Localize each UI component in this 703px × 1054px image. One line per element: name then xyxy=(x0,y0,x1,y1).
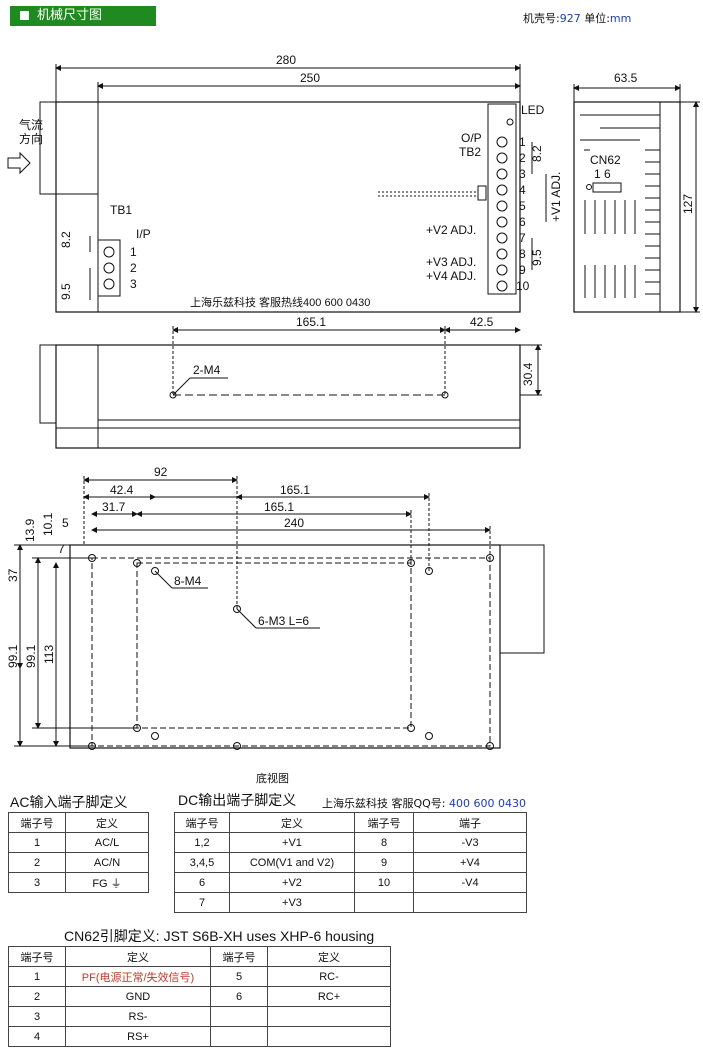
top-view xyxy=(7,64,547,313)
model-info: 机壳号:927 单位:mm xyxy=(523,12,632,25)
section-title: 机械尺寸图 xyxy=(37,8,103,23)
op-label: O/P xyxy=(461,131,482,145)
cn62-pins-label: 1 6 xyxy=(594,167,611,181)
dim-tb1-82: 8.2 xyxy=(59,231,73,248)
bottom-view xyxy=(14,476,545,750)
m4-8-label: 8-M4 xyxy=(174,574,202,588)
dim-5: 5 xyxy=(62,516,69,530)
tb2-pin-9: 9 xyxy=(519,263,526,277)
dim-127: 127 xyxy=(681,194,695,214)
dim-240: 240 xyxy=(284,516,304,530)
table-header-row: 端子号 定义 xyxy=(8,812,149,833)
dim-bottom-165-1-a: 165.1 xyxy=(280,483,310,497)
dim-99-1-b: 99.1 xyxy=(24,644,38,668)
tb2-pin-8: 8 xyxy=(519,247,526,261)
tb1-screws xyxy=(103,246,115,290)
dim-30-4: 30.4 xyxy=(521,362,535,386)
tb2-label: TB2 xyxy=(459,145,481,159)
tb2-pin-5: 5 xyxy=(519,199,526,213)
v1-adj-label: +V1 ADJ. xyxy=(549,172,563,222)
table-header-row: 端子号 定义 端子号 端子 xyxy=(174,812,527,833)
tb1-pin-3: 3 xyxy=(130,277,137,291)
model-number: 927 xyxy=(559,12,581,25)
dim-37: 37 xyxy=(6,568,20,582)
tb2-pin-2: 2 xyxy=(519,151,526,165)
ac-table-title: AC输入端子脚定义 xyxy=(10,794,128,810)
dim-10-1: 10.1 xyxy=(41,512,55,536)
v2-adj-label: +V2 ADJ. xyxy=(426,223,476,237)
tb1-pin-2: 2 xyxy=(130,261,137,275)
m3-6-label: 6-M3 L=6 xyxy=(258,614,309,628)
section-header: 机械尺寸图 xyxy=(10,6,156,26)
tb2-pin-10: 10 xyxy=(516,279,530,293)
dim-front-165-1: 165.1 xyxy=(296,315,326,329)
dim-63-5: 63.5 xyxy=(614,71,638,85)
cn62-label: CN62 xyxy=(590,153,621,167)
service-number: 400 600 0430 xyxy=(449,797,526,810)
dim-99-1-a: 99.1 xyxy=(6,644,20,668)
mechanical-drawing: 气流 方向 280 250 TB1 I/P 1 2 3 8.2 9.5 O/P … xyxy=(6,53,700,785)
unit-value: mm xyxy=(609,12,632,25)
dim-31-7: 31.7 xyxy=(102,500,126,514)
dc-table-title: DC输出端子脚定义 xyxy=(178,792,297,808)
m4-2-label: 2-M4 xyxy=(193,363,221,377)
tb2-screws xyxy=(496,136,508,292)
side-view xyxy=(573,84,700,313)
cn62-table-title: CN62引脚定义: JST S6B-XH uses XHP-6 housing xyxy=(64,928,375,944)
front-view xyxy=(39,326,542,449)
airflow-label-1: 气流 xyxy=(19,117,43,132)
tb2-pin-4: 4 xyxy=(519,183,526,197)
v3-adj-label: +V3 ADJ. xyxy=(426,255,476,269)
dim-tb2-95: 9.5 xyxy=(530,249,544,266)
dim-tb1-95: 9.5 xyxy=(59,283,73,300)
bottom-view-label: 底视图 xyxy=(256,771,289,785)
ip-label: I/P xyxy=(136,227,151,241)
tb2-pin-3: 3 xyxy=(519,167,526,181)
table-header-row: 端子号 定义 端子号 定义 xyxy=(8,946,391,967)
v4-adj-label: +V4 ADJ. xyxy=(426,269,476,283)
dim-7: 7 xyxy=(58,542,65,556)
table-row: 7+V3 xyxy=(174,892,527,913)
dim-113: 113 xyxy=(42,645,56,664)
dim-92: 92 xyxy=(154,465,168,479)
dim-42-4: 42.4 xyxy=(110,483,134,497)
tb2-pin-6: 6 xyxy=(519,215,526,229)
tb2-pin-7: 7 xyxy=(519,231,526,245)
square-icon xyxy=(20,11,29,20)
dim-42-5: 42.5 xyxy=(470,315,494,329)
dim-bottom-165-1-b: 165.1 xyxy=(264,500,294,514)
bottom-holes xyxy=(88,554,494,750)
watermark-text: 上海乐兹科技 客服热线400 600 0430 xyxy=(190,295,370,309)
dc-table-note: 上海乐兹科技 客服QQ号: 400 600 0430 xyxy=(322,797,526,810)
dim-tb2-82: 8.2 xyxy=(530,145,544,162)
dim-13-9: 13.9 xyxy=(23,518,37,542)
tb1-pin-1: 1 xyxy=(130,245,137,259)
dim-250: 250 xyxy=(300,71,320,85)
airflow-label-2: 方向 xyxy=(19,131,43,146)
tb1-label: TB1 xyxy=(110,203,132,217)
led-label: LED xyxy=(521,103,545,117)
dim-280: 280 xyxy=(276,53,296,67)
tb2-pin-1: 1 xyxy=(519,135,526,149)
